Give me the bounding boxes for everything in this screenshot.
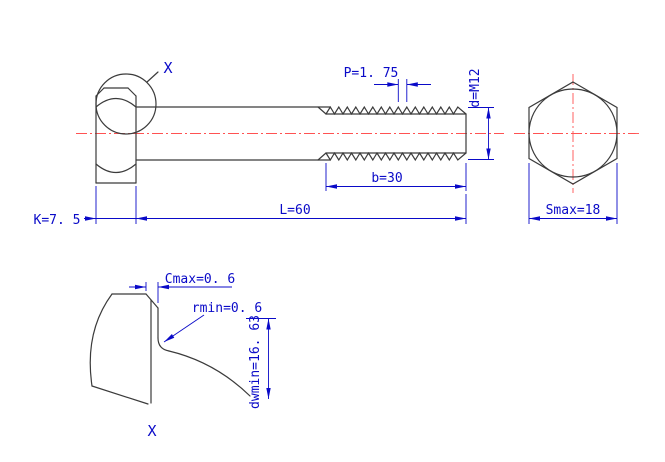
detail-callout-leader: [146, 71, 159, 83]
bearing-diameter-label: dwmin=16. 63: [248, 315, 263, 409]
hex-end-view: [528, 81, 618, 185]
arrowhead: [164, 334, 175, 342]
bolt-side-view: [95, 87, 467, 184]
detail-callout: [95, 71, 159, 135]
detail-chamfer-edge: [145, 293, 159, 309]
dimension-lines: [84, 79, 618, 399]
arrowhead: [406, 82, 418, 87]
head-chamfer-arc-bottom: [95, 163, 137, 174]
thread-crest-bottom: [325, 151, 467, 162]
thread-crest-top: [325, 105, 467, 116]
arrowhead: [529, 216, 540, 221]
arrowhead: [455, 184, 466, 189]
hex-head-outline: [528, 81, 618, 185]
head-corner-chamfer-right: [127, 87, 137, 97]
arrowhead: [486, 107, 491, 119]
arrowhead: [326, 184, 337, 189]
thread-runout-top: [317, 106, 327, 115]
head-inscribed-circle: [528, 88, 618, 178]
arrowhead: [135, 284, 146, 290]
detail-head-side-arc: [89, 293, 113, 387]
detail-callout-circle: [95, 73, 157, 135]
diameter-label: d=M12: [468, 68, 483, 107]
dimension-arrowheads: [85, 82, 617, 399]
total-length-label: L=60: [279, 203, 310, 218]
fillet-radius-label: rmin=0. 6: [192, 301, 262, 316]
arrowhead: [158, 284, 169, 290]
detail-shank-curve: [168, 350, 251, 397]
detail-bearing-edge: [91, 385, 149, 405]
arrowhead: [266, 388, 271, 399]
detail-callout-label: X: [163, 59, 172, 77]
thread-length-label: b=30: [371, 171, 402, 186]
arrowhead: [266, 318, 271, 330]
arrowhead: [387, 82, 399, 87]
thread-runout-bottom: [317, 152, 327, 161]
arrowhead: [85, 216, 96, 221]
head-height-label: K=7. 5: [34, 213, 81, 228]
centerlines: [76, 74, 640, 193]
arrowhead: [136, 216, 147, 221]
arrowhead: [455, 216, 466, 221]
chamfer-label: Cmax=0. 6: [165, 272, 235, 287]
arrowhead: [486, 148, 491, 160]
detail-fillet-arc: [157, 337, 170, 352]
pitch-label: P=1. 75: [344, 66, 399, 81]
head-chamfer-arc-top: [95, 97, 137, 108]
across-flats-label: Smax=18: [546, 203, 601, 218]
detail-view-x: [89, 293, 251, 405]
detail-view-label: X: [147, 422, 156, 440]
arrowhead: [606, 216, 617, 221]
dimension-labels: P=1. 75 d=M12 b=30 L=60 K=7. 5 X Smax=18…: [34, 59, 601, 440]
